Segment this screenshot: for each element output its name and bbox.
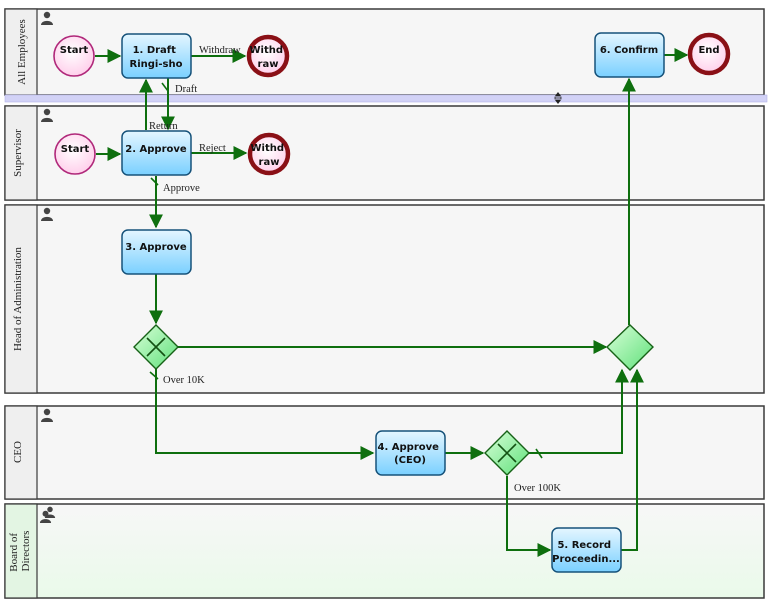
lane-label-supervisor: Supervisor [12,129,24,177]
task-confirm[interactable]: 6. Confirm [594,32,665,78]
lane-supervisor[interactable]: Supervisor [4,105,765,201]
lane-label-head-of-administration: Head of Administration [12,247,24,351]
condition-marker [150,177,159,186]
flow-gateway2-record5[interactable] [506,476,552,557]
task-approve-ceo[interactable]: 4. Approve (CEO) [375,430,446,476]
edge-label-draft: Draft [175,84,197,95]
flow-record5-gateway3[interactable] [621,368,644,551]
end-event[interactable]: End [687,32,731,76]
end-event-withdraw-supervisor[interactable]: Withd raw [247,132,291,176]
end-event-withdraw-employees[interactable]: Withd raw [246,34,290,78]
svg-text:6. Confirm: 6. Confirm [600,45,658,56]
edge-label-over10k: Over 10K [163,375,205,386]
edge-label-withdraw: Withdraw [199,45,241,56]
svg-text:3. Approve: 3. Approve [125,242,187,253]
edge-label-return: Return [149,121,178,132]
svg-text:2. Approve: 2. Approve [125,144,187,155]
lane-head-of-administration[interactable]: Head of Administration [4,204,765,394]
lane-board-of-directors[interactable]: Board of Directors [4,503,765,599]
lane-splitter[interactable] [4,92,768,104]
task-record-proceedings[interactable]: 5. Record Proceedin... [551,527,622,573]
svg-text:1. Draft Ringi-sho: 1. Draft Ringi-sho [130,45,183,70]
task-approve-head-of-administration[interactable]: 3. Approve [121,229,192,275]
svg-text:Start: Start [60,45,89,56]
edge-label-reject: Reject [199,143,226,154]
resize-handle-icon[interactable] [554,92,562,104]
edge-label-over100k: Over 100K [514,483,561,494]
condition-marker [161,82,169,92]
svg-text:Withd raw: Withd raw [250,45,287,70]
svg-text:5. Record Proceedin...: 5. Record Proceedin... [552,540,620,565]
close-x-icon [146,337,166,357]
flow-gateway2-gateway3[interactable] [529,368,629,454]
start-event-employees[interactable]: Start [53,35,95,77]
edge-label-approve: Approve [163,183,200,194]
task-draft-ringi-sho[interactable]: 1. Draft Ringi-sho [121,33,192,79]
svg-text:End: End [698,45,719,56]
gateway-exclusive-over-10k[interactable] [133,324,179,370]
svg-text:4. Approve (CEO): 4. Approve (CEO) [378,442,443,466]
svg-text:Start: Start [61,144,90,155]
flow-gateway1-approve4[interactable] [155,369,375,460]
condition-marker [149,371,159,380]
task-approve-supervisor[interactable]: 2. Approve [121,130,192,176]
gateway-merge[interactable] [605,324,655,371]
condition-marker [535,448,543,459]
lane-label-all-employees: All Employees [16,19,28,85]
lane-label-ceo: CEO [12,441,24,463]
svg-text:Withd raw: Withd raw [251,143,288,168]
start-event-supervisor[interactable]: Start [54,133,96,175]
lane-label-board-of-directors: Board of Directors [8,530,32,572]
flows [95,48,689,557]
close-x-icon [497,443,517,463]
gateway-exclusive-over-100k[interactable] [484,430,530,476]
